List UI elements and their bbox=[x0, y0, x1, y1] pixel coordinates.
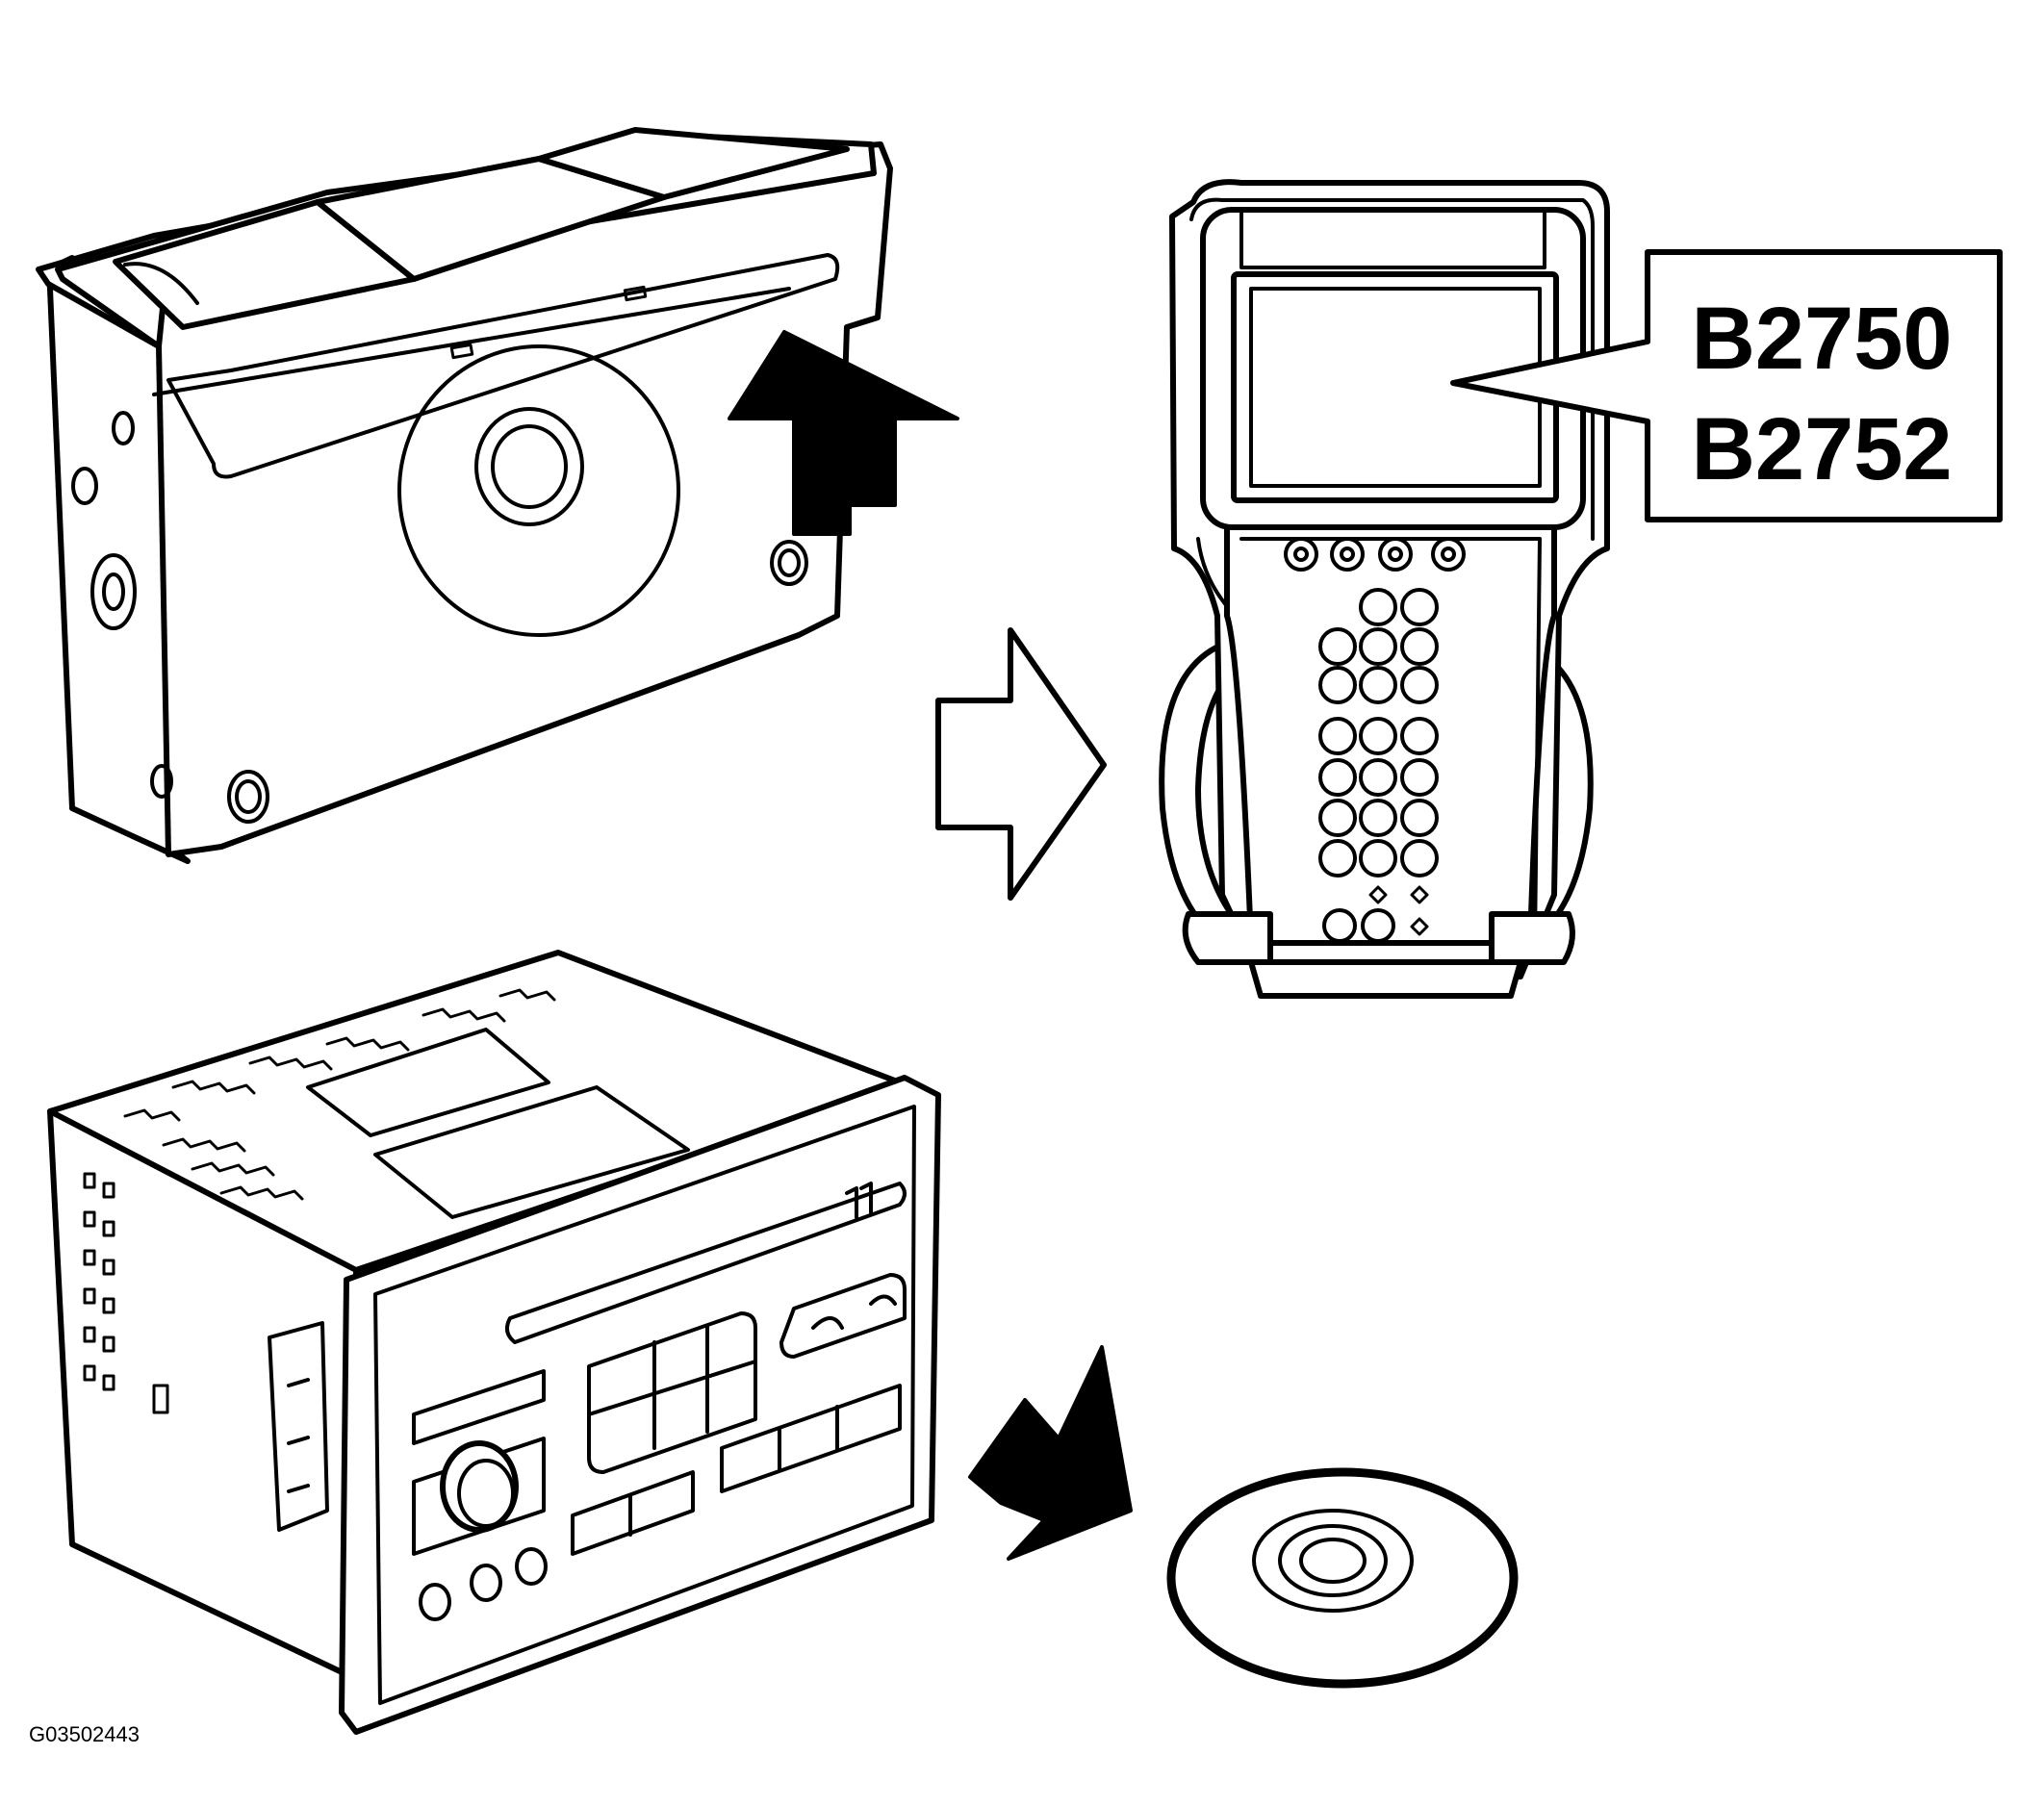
compact-disc-illustration bbox=[1166, 1467, 1519, 1689]
radio-head-unit-illustration bbox=[47, 950, 941, 1735]
flow-arrow-icon bbox=[935, 627, 1107, 901]
insert-arrow-icon bbox=[968, 1345, 1133, 1561]
eject-arrow-icon bbox=[728, 330, 959, 536]
dtc-code-1: B2750 bbox=[1691, 290, 1952, 388]
figure-id: G03502443 bbox=[29, 1722, 140, 1746]
dtc-code-2: B2752 bbox=[1691, 400, 1952, 498]
cd-mechanism-illustration bbox=[36, 127, 959, 864]
dtc-callout: B2750 B2752 bbox=[1450, 249, 2003, 522]
scan-tool-illustration bbox=[1159, 179, 1610, 999]
